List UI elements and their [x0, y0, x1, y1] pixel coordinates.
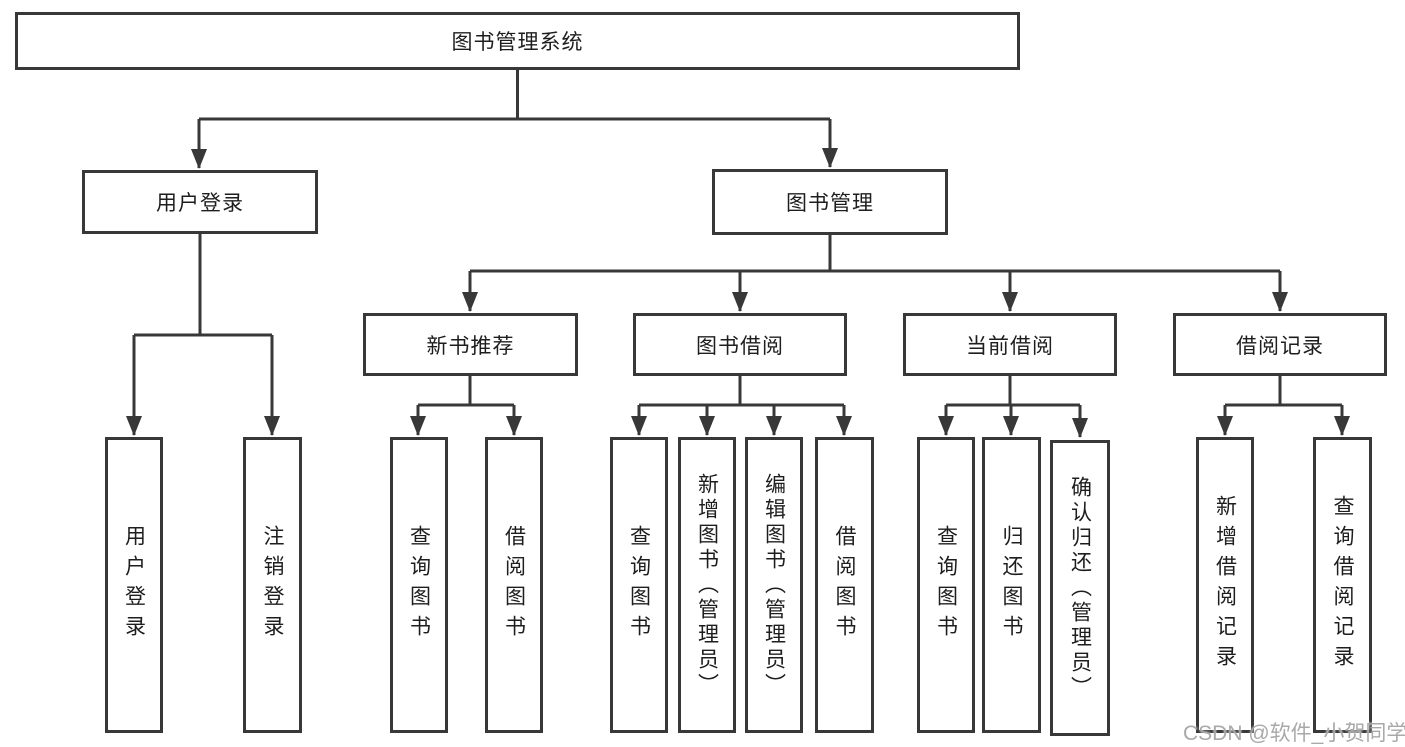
node-new-book-recommend: 新书推荐 — [363, 313, 578, 376]
leaf-cb-confirm-return-admin: 确认归还（管理员） — [1050, 440, 1110, 736]
leaf-bb-add-books-admin-label: 新增图书（管理员） — [695, 472, 719, 698]
leaf-bb-query-books-label: 查询图书 — [627, 525, 651, 645]
node-book-management: 图书管理 — [712, 169, 948, 235]
leaf-cb-query-books: 查询图书 — [917, 437, 975, 733]
leaf-bb-query-books: 查询图书 — [610, 437, 668, 733]
leaf-user-login: 用户登录 — [105, 437, 163, 733]
leaf-bb-borrow-books-label: 借阅图书 — [833, 525, 856, 645]
connector-borrow-records-branch — [1225, 376, 1342, 407]
leaf-logout: 注销登录 — [243, 437, 302, 733]
node-root: 图书管理系统 — [15, 12, 1020, 70]
node-borrow-records: 借阅记录 — [1173, 313, 1387, 376]
leaf-nbr-query-books-label: 查询图书 — [407, 525, 431, 645]
leaf-br-add-record-label: 新增借阅记录 — [1213, 495, 1237, 675]
leaf-br-add-record: 新增借阅记录 — [1196, 437, 1254, 733]
node-current-borrow: 当前借阅 — [903, 313, 1117, 376]
connector-book-borrow-branch — [639, 376, 844, 407]
node-user-login: 用户登录 — [82, 170, 318, 234]
leaf-bb-edit-books-admin: 编辑图书（管理员） — [745, 437, 803, 733]
leaf-cb-confirm-return-admin-label: 确认归还（管理员） — [1068, 475, 1092, 701]
csdn-watermark: CSDN @软件_小贺同学 — [1183, 722, 1405, 745]
leaf-br-query-record-label: 查询借阅记录 — [1331, 495, 1354, 675]
connector-new-book-recommend-branch — [418, 376, 514, 407]
connector-user-login-branch — [134, 234, 272, 337]
leaf-user-login-label: 用户登录 — [122, 525, 146, 645]
leaf-nbr-borrow-books: 借阅图书 — [485, 437, 543, 733]
node-book-borrow: 图书借阅 — [633, 313, 847, 376]
connector-current-borrow-branch — [946, 376, 1080, 407]
leaf-nbr-query-books: 查询图书 — [390, 437, 448, 733]
connector-root-branch — [199, 70, 830, 121]
leaf-bb-borrow-books: 借阅图书 — [815, 437, 874, 733]
leaf-cb-return-books: 归还图书 — [982, 437, 1041, 733]
leaf-nbr-borrow-books-label: 借阅图书 — [502, 525, 526, 645]
leaf-bb-add-books-admin: 新增图书（管理员） — [678, 437, 736, 733]
connector-book-management-branch — [470, 235, 1280, 273]
leaf-bb-edit-books-admin-label: 编辑图书（管理员） — [762, 472, 786, 698]
leaf-cb-return-books-label: 归还图书 — [1000, 525, 1023, 645]
leaf-br-query-record: 查询借阅记录 — [1313, 437, 1372, 733]
leaf-logout-label: 注销登录 — [261, 525, 284, 645]
leaf-cb-query-books-label: 查询图书 — [934, 525, 958, 645]
